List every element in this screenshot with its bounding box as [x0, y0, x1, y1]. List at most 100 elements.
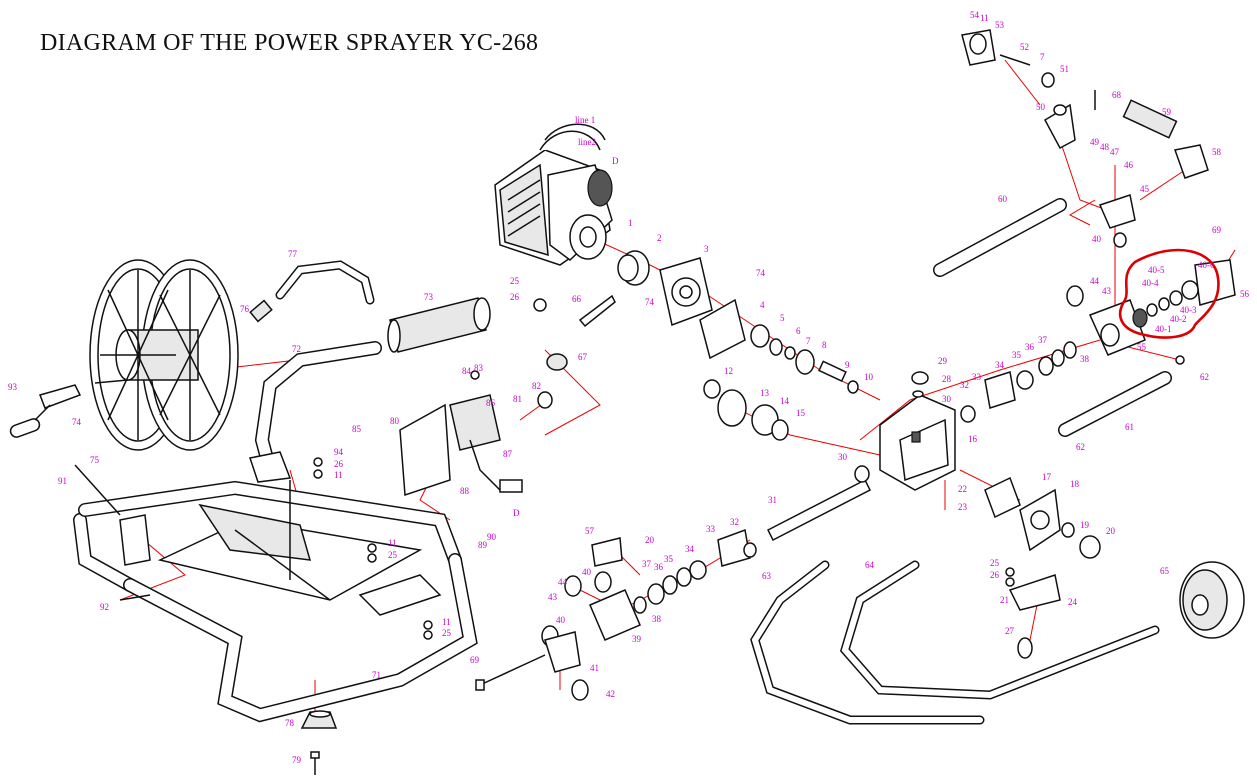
callout-label: 24 [1068, 597, 1078, 607]
callout-label: 29 [938, 356, 948, 366]
callout-label: 40 [556, 615, 566, 625]
callout-label: 14 [780, 396, 790, 406]
callout-label: 69 [1212, 225, 1222, 235]
callout-label: 40-5 [1148, 265, 1165, 275]
callout-label: 41 [590, 663, 599, 673]
callout-label: 62 [1200, 372, 1209, 382]
callout-label: 23 [958, 502, 968, 512]
callout-label: 92 [100, 602, 109, 612]
callout-label: 52 [1020, 42, 1029, 52]
callout-label: 56 [1240, 289, 1250, 299]
callout-label: 40-3 [1180, 305, 1197, 315]
callout-label: 65 [1160, 566, 1170, 576]
diagram-title: DIAGRAM OF THE POWER SPRAYER YC-268 [40, 30, 539, 56]
callout-label: 11 [334, 470, 343, 480]
rubber-foot [300, 710, 338, 775]
callout-label: 36 [1025, 342, 1035, 352]
reel-crank-handle [9, 384, 82, 438]
callout-label: 37 [642, 559, 652, 569]
callout-label: 77 [288, 249, 298, 259]
engine [494, 123, 613, 266]
callout-label: 27 [1005, 626, 1015, 636]
callout-label: 51 [1060, 64, 1069, 74]
callout-label: 43 [1102, 286, 1112, 296]
callout-label: 19 [1080, 520, 1090, 530]
callout-label: 15 [796, 408, 806, 418]
callout-label: 28 [942, 374, 952, 384]
pump-stack-upper [960, 341, 1077, 423]
callout-label: 58 [1212, 147, 1222, 157]
callout-label: 11 [980, 13, 989, 23]
hose-reel [89, 259, 239, 451]
callout-label: 62 [1076, 442, 1085, 452]
callout-label: 74 [72, 417, 82, 427]
callout-label: 32 [960, 380, 969, 390]
callout-label: 37 [1038, 335, 1048, 345]
callout-labels: 54 11 53 52 7 51 68 50 49 48 47 46 59 58… [8, 10, 1250, 765]
callout-label: 30 [942, 394, 952, 404]
callout-label: 84 [462, 366, 472, 376]
spray-lance [933, 198, 1067, 277]
callout-label: 46 [1124, 160, 1134, 170]
callout-label: 1 [628, 218, 633, 228]
callout-label: 26 [990, 570, 1000, 580]
callout-label: 85 [352, 424, 362, 434]
callout-label: 55 [1137, 342, 1147, 352]
callout-label: 38 [1080, 354, 1090, 364]
callout-label: 25 [388, 550, 398, 560]
callout-label: 11 [442, 617, 451, 627]
callout-label: line2 [578, 137, 596, 147]
callout-label: 31 [768, 495, 777, 505]
callout-label: 78 [285, 718, 295, 728]
lower-pump-head [475, 528, 757, 701]
callout-label: 93 [8, 382, 18, 392]
callout-label: 83 [474, 363, 484, 373]
callout-label: 64 [865, 560, 875, 570]
callout-label: 21 [1000, 595, 1009, 605]
pump-cover-plate [984, 476, 1101, 559]
callout-label: 17 [1042, 472, 1052, 482]
callout-label: 20 [1106, 526, 1116, 536]
callout-label: D [612, 156, 619, 166]
callout-label: 89 [478, 540, 488, 550]
handle-grip [387, 297, 491, 353]
gasket [699, 298, 746, 360]
piston-rod [766, 465, 872, 542]
callout-label: 81 [513, 394, 522, 404]
callout-label: 91 [58, 476, 67, 486]
callout-label: 94 [334, 447, 344, 457]
upper-valve-block [1066, 232, 1236, 356]
callout-label: 74 [645, 297, 655, 307]
highlight-valve-assembly [1119, 248, 1220, 339]
callout-label: 5 [780, 313, 785, 323]
callout-label: 72 [292, 344, 301, 354]
fasteners [313, 355, 1185, 640]
callout-label: 33 [972, 372, 982, 382]
callout-label: 30 [838, 452, 848, 462]
callout-label: 69 [470, 655, 480, 665]
callout-label: 87 [503, 449, 513, 459]
callout-label: 11 [388, 538, 397, 548]
callout-label: 44 [1090, 276, 1100, 286]
callout-label: 71 [372, 670, 381, 680]
callout-label: 61 [1125, 422, 1134, 432]
callout-label: 38 [652, 614, 662, 624]
callout-label: 67 [578, 352, 588, 362]
callout-label: 34 [995, 360, 1005, 370]
callout-label: 35 [664, 554, 674, 564]
spray-gun [961, 29, 1209, 229]
callout-label: 44 [558, 577, 568, 587]
callout-label: 40-1 [1155, 324, 1172, 334]
callout-label: 20 [645, 535, 655, 545]
callout-label: 6 [796, 326, 801, 336]
callout-label: 40-4 [1142, 278, 1159, 288]
callout-label: 32 [730, 517, 739, 527]
callout-label: 18 [1070, 479, 1080, 489]
callout-label: 45 [1140, 184, 1150, 194]
callout-label: 13 [760, 388, 770, 398]
callout-label: line 1 [575, 115, 595, 125]
valve-assembly-parts [1132, 280, 1199, 328]
callout-label: 25 [990, 558, 1000, 568]
callout-label: 48 [1100, 142, 1110, 152]
